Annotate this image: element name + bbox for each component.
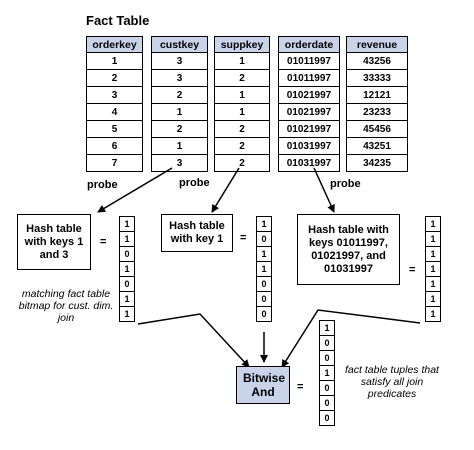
bitmap-custkey: 1 1 0 1 0 1 1 — [119, 216, 135, 322]
bitmap-orderdate: 1 1 1 1 1 1 1 — [425, 216, 441, 322]
bit-cell: 1 — [119, 231, 135, 247]
probe-arrow-suppkey — [211, 167, 240, 213]
equals-sign: = — [297, 381, 304, 393]
table-cell: 3 — [151, 154, 208, 172]
column-header-suppkey: suppkey — [214, 36, 270, 53]
bit-cell: 0 — [256, 291, 272, 307]
hash-table-suppkey: Hash table with key 1 — [161, 214, 233, 252]
bit-cell: 1 — [256, 261, 272, 277]
table-cell: 2 — [151, 86, 208, 104]
bit-cell: 1 — [256, 216, 272, 232]
table-cell: 7 — [86, 154, 143, 172]
table-cell: 01021997 — [278, 86, 340, 104]
table-cell: 33333 — [346, 69, 408, 87]
bit-cell: 0 — [256, 306, 272, 322]
bit-cell: 0 — [319, 395, 335, 411]
fact-table-title: Fact Table — [86, 13, 150, 28]
bitmap-arrow-left — [137, 313, 250, 368]
bitmap-arrow-right — [281, 309, 421, 368]
note-result-tuples: fact table tuples that satisfy all join … — [345, 364, 439, 400]
table-cell: 43256 — [346, 52, 408, 70]
hash-table-label: Hash table with keys 1 and 3 — [24, 222, 84, 261]
bit-cell: 0 — [256, 276, 272, 292]
table-cell: 34235 — [346, 154, 408, 172]
fact-column-suppkey: suppkey 1 2 1 1 2 2 2 — [214, 36, 270, 172]
fact-column-orderkey: orderkey 1 2 3 4 5 6 7 — [86, 36, 143, 172]
table-cell: 3 — [151, 52, 208, 70]
probe-label: probe — [87, 179, 118, 191]
column-header-custkey: custkey — [151, 36, 208, 53]
bit-cell: 1 — [119, 216, 135, 232]
bit-cell: 1 — [425, 306, 441, 322]
bitwise-and-label: Bitwise And — [243, 371, 286, 399]
bit-cell: 1 — [256, 246, 272, 262]
bit-cell: 1 — [119, 291, 135, 307]
table-cell: 6 — [86, 137, 143, 155]
bitmap-suppkey: 1 0 1 1 0 0 0 — [256, 216, 272, 322]
bit-cell: 0 — [319, 350, 335, 366]
bit-cell: 0 — [319, 380, 335, 396]
probe-arrow-orderdate — [313, 167, 335, 213]
table-cell: 2 — [214, 137, 270, 155]
table-cell: 2 — [86, 69, 143, 87]
result-bitmap: 1 0 0 1 0 0 0 — [319, 320, 335, 426]
table-cell: 3 — [151, 69, 208, 87]
table-cell: 2 — [214, 154, 270, 172]
bitwise-and-box: Bitwise And — [236, 366, 290, 404]
column-header-orderdate: orderdate — [278, 36, 340, 53]
equals-sign: = — [409, 264, 416, 276]
probe-arrow-custkey — [97, 167, 173, 213]
bit-cell: 1 — [319, 320, 335, 336]
equals-sign: = — [240, 232, 247, 244]
bit-cell: 1 — [119, 261, 135, 277]
hash-table-label: Hash table with keys 01011997, 01021997,… — [308, 223, 389, 275]
hash-table-orderdate: Hash table with keys 01011997, 01021997,… — [297, 214, 400, 285]
bit-cell: 1 — [425, 261, 441, 277]
note-matching-bitmap: matching fact table bitmap for cust. dim… — [18, 288, 114, 324]
hash-table-label: Hash table with key 1 — [169, 220, 225, 245]
bit-cell: 0 — [256, 231, 272, 247]
bit-cell: 1 — [319, 365, 335, 381]
bit-cell: 0 — [119, 246, 135, 262]
fact-column-custkey: custkey 3 3 2 1 2 1 3 — [151, 36, 208, 172]
fact-column-orderdate: orderdate 01011997 01011997 01021997 010… — [278, 36, 340, 172]
probe-label: probe — [179, 177, 210, 189]
bit-cell: 1 — [119, 306, 135, 322]
bit-cell: 1 — [425, 216, 441, 232]
table-cell: 1 — [214, 52, 270, 70]
table-cell: 01031997 — [278, 154, 340, 172]
table-cell: 01031997 — [278, 137, 340, 155]
bit-cell: 1 — [425, 291, 441, 307]
bit-cell: 1 — [425, 231, 441, 247]
bit-cell: 0 — [319, 410, 335, 426]
table-cell: 1 — [151, 103, 208, 121]
probe-label: probe — [330, 178, 361, 190]
bit-cell: 0 — [119, 276, 135, 292]
table-cell: 2 — [151, 120, 208, 138]
column-header-orderkey: orderkey — [86, 36, 143, 53]
table-cell: 2 — [214, 120, 270, 138]
table-cell: 01011997 — [278, 69, 340, 87]
bit-cell: 1 — [425, 246, 441, 262]
table-cell: 43251 — [346, 137, 408, 155]
column-header-revenue: revenue — [346, 36, 408, 53]
bit-cell: 1 — [425, 276, 441, 292]
hash-table-custkey: Hash table with keys 1 and 3 — [17, 214, 91, 270]
bit-cell: 0 — [319, 335, 335, 351]
equals-sign: = — [100, 236, 107, 248]
fact-column-revenue: revenue 43256 33333 12121 23233 45456 43… — [346, 36, 408, 172]
table-cell: 1 — [86, 52, 143, 70]
table-cell: 4 — [86, 103, 143, 121]
